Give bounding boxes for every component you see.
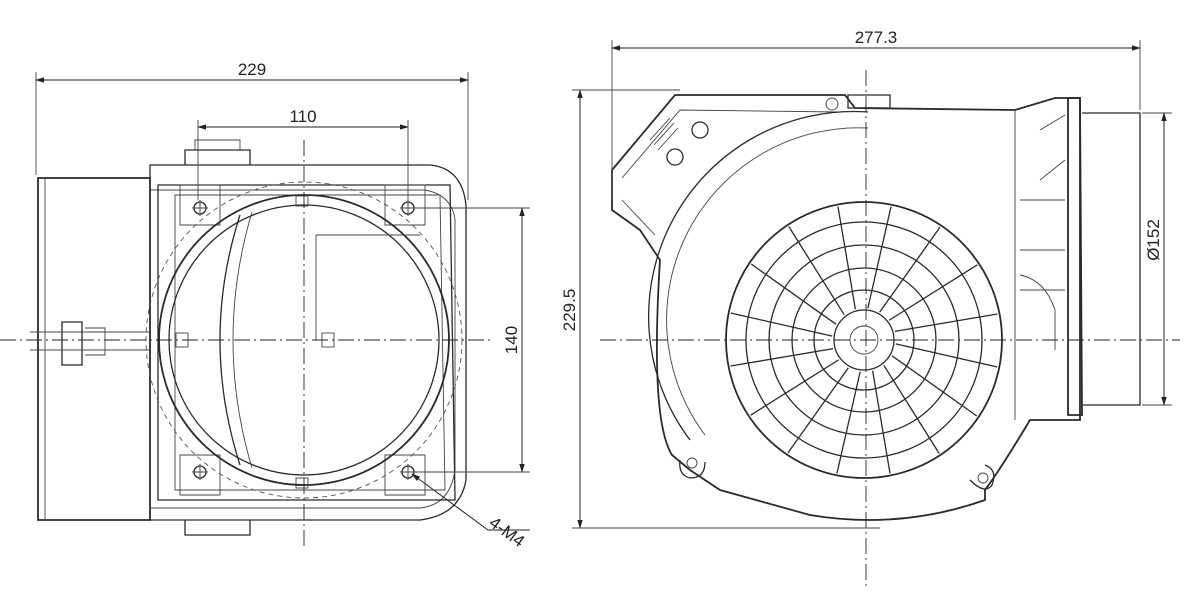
grille-spokes (730, 206, 998, 474)
dim-outlet-diameter: Ø152 (1144, 219, 1163, 261)
front-view: 229 110 140 4-M4 (0, 60, 530, 551)
grille-spoke (788, 226, 845, 316)
grille-spoke (836, 371, 861, 474)
dim-height: 229.5 (560, 289, 579, 332)
grille-spoke (888, 264, 978, 321)
grille-spoke (883, 364, 940, 454)
grille-spoke (730, 347, 834, 367)
dim-front-width: 229 (238, 60, 266, 79)
label-mount-holes: 4-M4 (486, 513, 529, 551)
grille-spoke (894, 313, 998, 333)
dim-bolt-spacing-h: 110 (289, 107, 316, 126)
mount-hole-icon (192, 200, 208, 216)
grille-spoke (867, 206, 892, 309)
grille-spoke (879, 226, 941, 313)
grille-spoke (891, 355, 978, 417)
mount-hole-icon (192, 464, 208, 480)
grille-spoke (871, 370, 891, 474)
grille-spoke (750, 359, 840, 416)
grille-spoke (730, 312, 833, 337)
grille-spoke (787, 367, 849, 454)
dim-bolt-spacing-v: 140 (502, 326, 521, 354)
mount-hole-icon (400, 200, 416, 216)
grille-spoke (895, 343, 998, 368)
side-view: 277.3 229.5 Ø152 (560, 28, 1180, 590)
grille-spoke (837, 206, 857, 310)
hole-icon (691, 121, 709, 139)
hole-icon (666, 148, 684, 166)
dim-side-width: 277.3 (855, 28, 898, 47)
mount-hole-icon (400, 464, 416, 480)
grille-spoke (750, 263, 837, 325)
